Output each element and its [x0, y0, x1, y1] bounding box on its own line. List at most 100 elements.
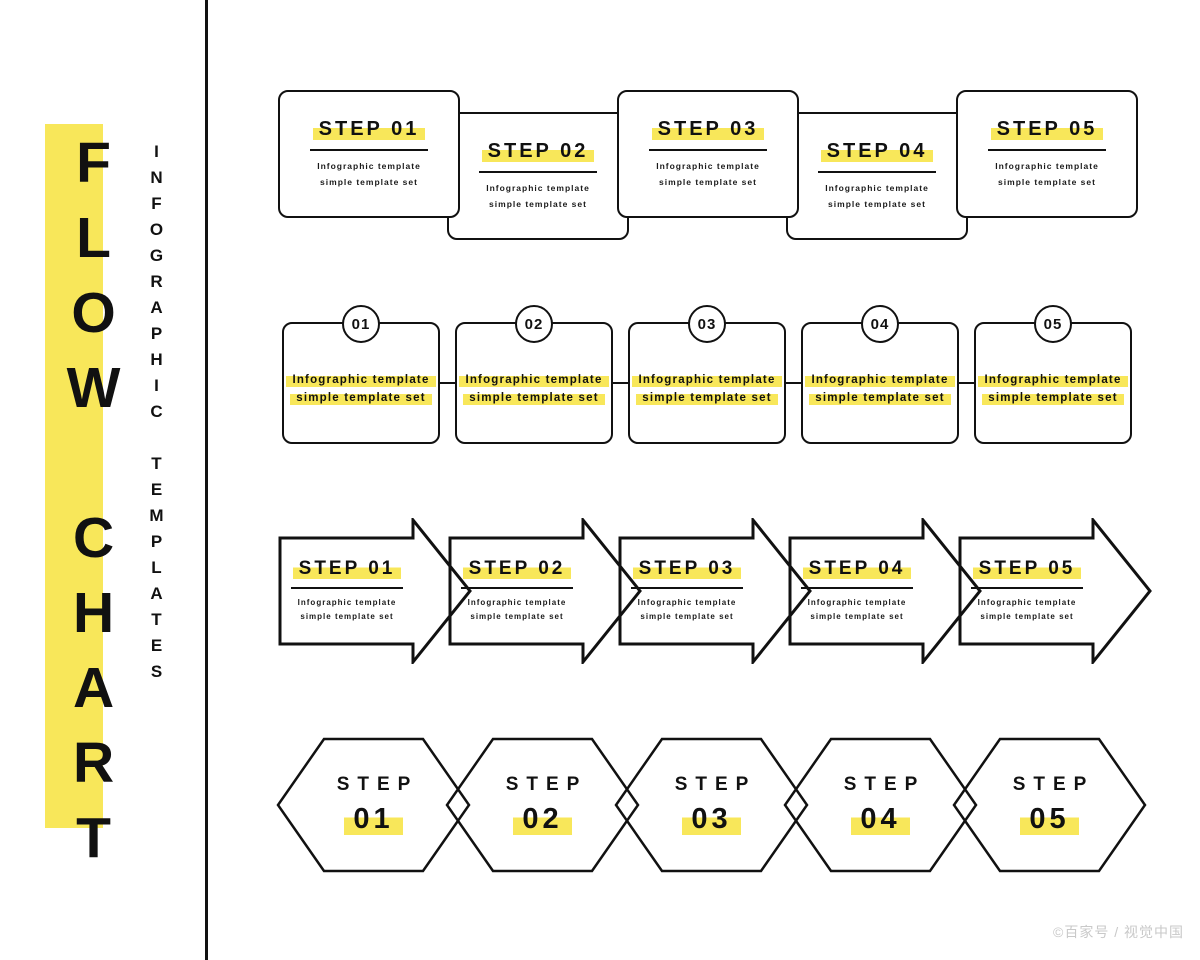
arrow-step-01: STEP 01 Infographic template simple temp…: [278, 518, 473, 664]
arrow-text: STEP 03 Infographic template simple temp…: [620, 558, 754, 625]
desc-line1: Infographic template: [825, 183, 929, 194]
step-desc: Infographic template simple template set: [825, 181, 929, 212]
desc-line2: simple template set: [998, 176, 1096, 187]
step-desc: Infographic template simple template set: [960, 596, 1094, 625]
step-desc: Infographic template simple template set: [620, 596, 754, 625]
step-desc: Infographic template simple template set: [317, 159, 421, 190]
step-desc: Infographic template simple template set: [790, 596, 924, 625]
desc-line1: Infographic template: [297, 598, 397, 607]
desc-line1: Infographic template: [656, 161, 760, 172]
hexagon-shape-icon: [276, 737, 471, 873]
step-desc: Infographic template simple template set: [280, 596, 414, 625]
numbered-card-05: 05 Infographic template simple template …: [974, 305, 1132, 444]
step-title: STEP 04: [820, 140, 934, 163]
desc-line1: Infographic template: [977, 598, 1077, 607]
step-title: STEP 05: [960, 558, 1094, 580]
title-underline: [649, 149, 767, 152]
step-title: STEP 04: [790, 558, 924, 580]
desc-line2: simple template set: [320, 176, 418, 187]
desc-line2: simple template set: [640, 612, 734, 622]
desc-line2: simple template set: [459, 391, 608, 405]
step-title: STEP 02: [481, 140, 595, 163]
desc-line1: Infographic template: [286, 373, 436, 387]
hexagon-step-03: STEP 03: [614, 737, 809, 873]
row-staggered-cards: STEP 01 Infographic template simple temp…: [0, 90, 1200, 255]
step-desc: Infographic template simple template set: [450, 596, 584, 625]
card-text: Infographic template simple template set: [805, 368, 955, 410]
page-subtitle: INFOGRAPHIC TEMPLATES: [147, 142, 166, 688]
step-number: 02: [445, 803, 640, 836]
step-card-04: STEP 04 Infographic template simple temp…: [786, 112, 968, 240]
title-underline: [971, 587, 1083, 589]
desc-line1: Infographic template: [805, 373, 955, 387]
desc-line1: Infographic template: [807, 598, 907, 607]
desc-line2: simple template set: [980, 612, 1074, 622]
hexagon-shape-icon: [952, 737, 1147, 873]
hex-text: STEP 03: [614, 774, 809, 836]
card-text: Infographic template simple template set: [632, 368, 782, 410]
step-number: 04: [870, 315, 890, 333]
step-title: STEP 01: [280, 558, 414, 580]
title-underline: [310, 149, 428, 152]
step-number-circle: 03: [688, 305, 726, 343]
step-title-text: STEP 01: [312, 118, 426, 141]
desc-line1: Infographic template: [467, 598, 567, 607]
numbered-card-02: 02 Infographic template simple template …: [455, 305, 613, 444]
step-number: 03: [614, 803, 809, 836]
desc-line2: simple template set: [828, 198, 926, 209]
step-word: STEP: [505, 774, 588, 795]
title-underline: [479, 171, 597, 174]
desc-line1: Infographic template: [978, 373, 1128, 387]
desc-line2: simple template set: [659, 176, 757, 187]
title-underline: [461, 587, 573, 589]
vertical-divider: [205, 0, 208, 960]
numbered-card-03: 03 Infographic template simple template …: [628, 305, 786, 444]
step-word: STEP: [336, 774, 419, 795]
hex-text: STEP 02: [445, 774, 640, 836]
desc-line2: simple template set: [978, 391, 1127, 405]
arrow-text: STEP 01 Infographic template simple temp…: [280, 558, 414, 625]
step-card-03: STEP 03 Infographic template simple temp…: [617, 90, 799, 218]
step-title-text: STEP 04: [820, 140, 934, 163]
arrow-step-04: STEP 04 Infographic template simple temp…: [788, 518, 983, 664]
hexagon-step-01: STEP 01: [276, 737, 471, 873]
arrow-shape-icon: [278, 518, 472, 664]
arrow-step-03: STEP 03 Infographic template simple temp…: [618, 518, 813, 664]
step-title: STEP 05: [990, 118, 1104, 141]
step-card-01: STEP 01 Infographic template simple temp…: [278, 90, 460, 218]
desc-line2: simple template set: [286, 391, 435, 405]
arrow-shape-icon: [788, 518, 982, 664]
step-title: STEP 03: [651, 118, 765, 141]
row-numbered-cards: 01 Infographic template simple template …: [0, 305, 1200, 452]
step-number: 02: [524, 315, 544, 333]
hexagon-step-04: STEP 04: [783, 737, 978, 873]
arrow-step-02: STEP 02 Infographic template simple temp…: [448, 518, 643, 664]
card-text: Infographic template simple template set: [286, 368, 436, 410]
desc-line2: simple template set: [805, 391, 954, 405]
step-word: STEP: [674, 774, 757, 795]
row-hexagon-steps: STEP 01 STEP 02 STEP 03 STEP 04: [0, 737, 1200, 877]
hexagon-shape-icon: [783, 737, 978, 873]
title-underline: [801, 587, 913, 589]
hexagon-step-05: STEP 05: [952, 737, 1147, 873]
hex-text: STEP 01: [276, 774, 471, 836]
arrow-shape-icon: [618, 518, 812, 664]
arrow-step-05: STEP 05 Infographic template simple temp…: [958, 518, 1153, 664]
desc-line1: Infographic template: [486, 183, 590, 194]
step-number: 04: [783, 803, 978, 836]
step-card-05: STEP 05 Infographic template simple temp…: [956, 90, 1138, 218]
step-number: 05: [1043, 315, 1063, 333]
step-word: STEP: [843, 774, 926, 795]
step-number-circle: 02: [515, 305, 553, 343]
step-desc: Infographic template simple template set: [486, 181, 590, 212]
step-number: 01: [276, 803, 471, 836]
title-underline: [818, 171, 936, 174]
row-arrow-steps: STEP 01 Infographic template simple temp…: [0, 518, 1200, 668]
desc-line2: simple template set: [632, 391, 781, 405]
watermark: ©百家号 / 视觉中国: [1053, 924, 1184, 940]
step-number-circle: 05: [1034, 305, 1072, 343]
step-title: STEP 03: [620, 558, 754, 580]
arrow-text: STEP 04 Infographic template simple temp…: [790, 558, 924, 625]
desc-line2: simple template set: [300, 612, 394, 622]
numbered-card-04: 04 Infographic template simple template …: [801, 305, 959, 444]
